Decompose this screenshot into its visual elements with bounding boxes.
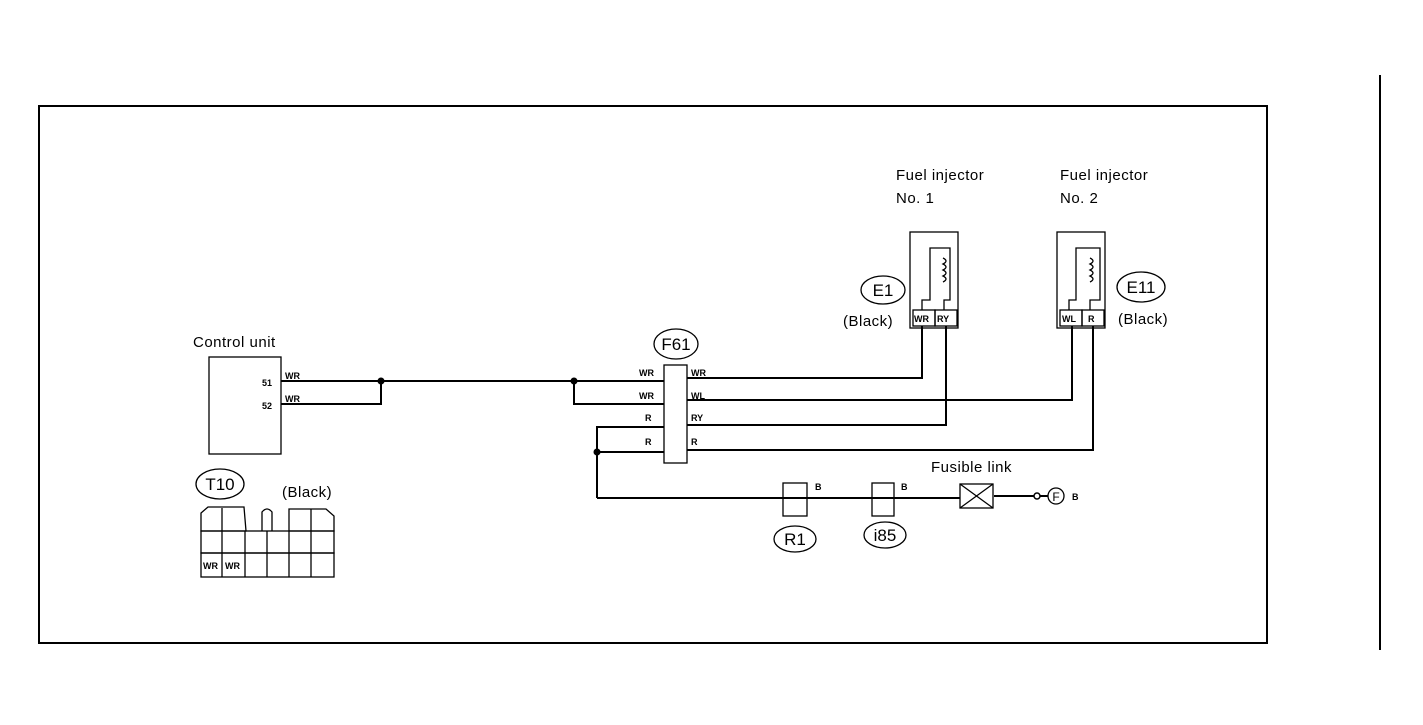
- diagram-frame: [38, 105, 1268, 644]
- f61-right-wire-4: R: [691, 437, 698, 447]
- injector-2-pin-2: R: [1088, 314, 1095, 324]
- f61-left-wire-3: R: [645, 413, 652, 423]
- connector-e11-color: (Black): [1118, 311, 1168, 328]
- injector-1-pin-1: WR: [914, 314, 929, 324]
- injector-1-pin-2: RY: [937, 314, 949, 324]
- battery-mark: B: [1072, 492, 1079, 502]
- control-unit-pin-51: 51: [262, 378, 272, 388]
- fuel-injector-1-title: Fuel injector: [896, 167, 984, 184]
- f61-right-wire-1: WR: [691, 368, 706, 378]
- f61-left-wire-1: WR: [639, 368, 654, 378]
- control-unit-wire-51: WR: [285, 371, 300, 381]
- connector-e11: E11 (Black): [1116, 271, 1168, 328]
- connector-t10-id: T10: [205, 475, 234, 494]
- control-unit-label: Control unit: [193, 334, 276, 351]
- control-unit-pin-52: 52: [262, 401, 272, 411]
- connector-r1-id: R1: [784, 530, 806, 549]
- injector-2-pin-1: WL: [1062, 314, 1076, 324]
- connector-t10-color: (Black): [282, 484, 332, 501]
- connector-e1-id: E1: [873, 281, 894, 300]
- fuel-injector-1-number: No. 1: [896, 190, 934, 207]
- battery-icon: F B: [1047, 487, 1079, 505]
- connector-i85-id: i85: [874, 526, 897, 545]
- f61-left-wire-4: R: [645, 437, 652, 447]
- f61-right-wire-2: WL: [691, 391, 705, 401]
- connector-f61: F61 WR WR R R WR WL RY R: [639, 328, 706, 464]
- control-unit-wire-52: WR: [285, 394, 300, 404]
- fuel-injector-1: WR RY: [909, 231, 959, 329]
- control-unit: 51 52 WR WR: [208, 356, 300, 455]
- f61-left-wire-2: WR: [639, 391, 654, 401]
- t10-pin-1: WR: [203, 561, 218, 571]
- connector-e11-id: E11: [1127, 278, 1156, 297]
- fuel-injector-2: WL R: [1056, 231, 1106, 329]
- t10-connector-face: WR WR: [200, 506, 335, 578]
- connector-e1: E1 (Black): [843, 275, 906, 330]
- connector-r1: B R1: [773, 482, 822, 553]
- fusible-link-label: Fusible link: [931, 459, 1012, 476]
- fuel-injector-2-number: No. 2: [1060, 190, 1098, 207]
- connector-i85: B i85: [863, 482, 908, 549]
- fuel-injector-2-title: Fuel injector: [1060, 167, 1148, 184]
- battery-symbol: F: [1052, 490, 1059, 504]
- connector-f61-id: F61: [661, 335, 690, 354]
- r1-mark: B: [815, 482, 822, 492]
- f61-right-wire-3: RY: [691, 413, 703, 423]
- connector-t10: T10 (Black): [195, 468, 332, 501]
- t10-pin-2: WR: [225, 561, 240, 571]
- fusible-link: [959, 483, 994, 509]
- connector-e1-color: (Black): [843, 313, 893, 330]
- wiring: [281, 326, 1094, 500]
- i85-mark: B: [901, 482, 908, 492]
